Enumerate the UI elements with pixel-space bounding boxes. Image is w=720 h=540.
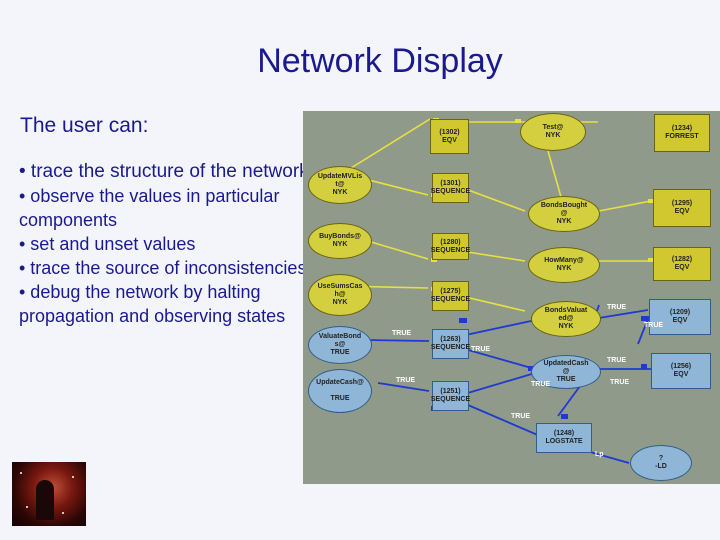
node-old[interactable]: ? -LD xyxy=(630,445,692,481)
node-updated-cash[interactable]: UpdatedCash @ TRUE xyxy=(531,355,601,389)
node-how-many[interactable]: HowMany@ NYK xyxy=(528,247,600,283)
edge-label: TRUE xyxy=(644,322,664,329)
node-1275[interactable]: (1275) SEQUENCE xyxy=(431,281,470,311)
horsehead-shape xyxy=(36,480,54,520)
nebula-logo xyxy=(12,462,86,526)
star-dot xyxy=(20,472,22,474)
star-dot xyxy=(26,506,28,508)
bullet-item: • set and unset values xyxy=(19,234,196,254)
node-valuate-bonds[interactable]: ValuateBond s@ TRUE xyxy=(308,326,372,364)
node-buy-bonds[interactable]: BuyBonds@ NYK xyxy=(308,223,372,259)
edge-label: TRUE xyxy=(607,357,627,364)
node-test[interactable]: Test@ NYK xyxy=(520,113,586,151)
bullet-item: • observe the values in particular compo… xyxy=(19,186,280,230)
node-1234[interactable]: (1234) FORREST xyxy=(654,114,710,152)
node-1256[interactable]: (1256) EQV xyxy=(651,353,711,389)
edge-label: TRUE xyxy=(392,330,412,337)
node-1295[interactable]: (1295) EQV xyxy=(653,189,711,227)
node-1251[interactable]: (1251) SEQUENCE xyxy=(431,381,470,411)
edge-label: TRUE xyxy=(607,304,627,311)
node-bonds-bought[interactable]: BondsBought @ NYK xyxy=(528,196,600,232)
node-update-mvlist[interactable]: UpdateMVLis t@ NYK xyxy=(308,166,372,204)
node-1301[interactable]: (1301) SEQUENCE xyxy=(431,173,470,203)
node-update-cash[interactable]: UpdateCash@ TRUE xyxy=(308,369,372,413)
bullet-item: • trace the source of inconsistencies xyxy=(19,258,307,278)
node-1263[interactable]: (1263) SEQUENCE xyxy=(431,329,470,359)
edge-label: TRUE xyxy=(396,377,416,384)
bullet-item: • debug the network by halting propagati… xyxy=(19,282,286,326)
node-1302[interactable]: (1302) EQV xyxy=(430,119,469,154)
node-1280[interactable]: (1280) SEQUENCE xyxy=(431,233,470,260)
node-1248[interactable]: (1248) LOGSTATE xyxy=(536,423,592,453)
network-diagram: (1302) EQV Test@ NYK (1234) FORREST Upda… xyxy=(303,111,720,484)
node-1282[interactable]: (1282) EQV xyxy=(653,247,711,281)
node-1209[interactable]: (1209) EQV xyxy=(649,299,711,335)
edge-label: TRUE xyxy=(531,381,551,388)
edge-label: TRUE xyxy=(610,379,630,386)
edge-label: Lp xyxy=(595,451,604,458)
slide-title: Network Display xyxy=(257,42,503,80)
edge-label: TRUE xyxy=(511,413,531,420)
bullet-list: • trace the structure of the network • o… xyxy=(19,160,309,328)
star-dot xyxy=(72,476,74,478)
intro-text: The user can: xyxy=(20,114,149,137)
edge-label: TRUE xyxy=(471,346,491,353)
node-use-sums-cash[interactable]: UseSumsCas h@ NYK xyxy=(308,274,372,316)
star-dot xyxy=(62,512,64,514)
bullet-item: • trace the structure of the network xyxy=(19,161,309,182)
node-bonds-valuated[interactable]: BondsValuat ed@ NYK xyxy=(531,301,601,337)
